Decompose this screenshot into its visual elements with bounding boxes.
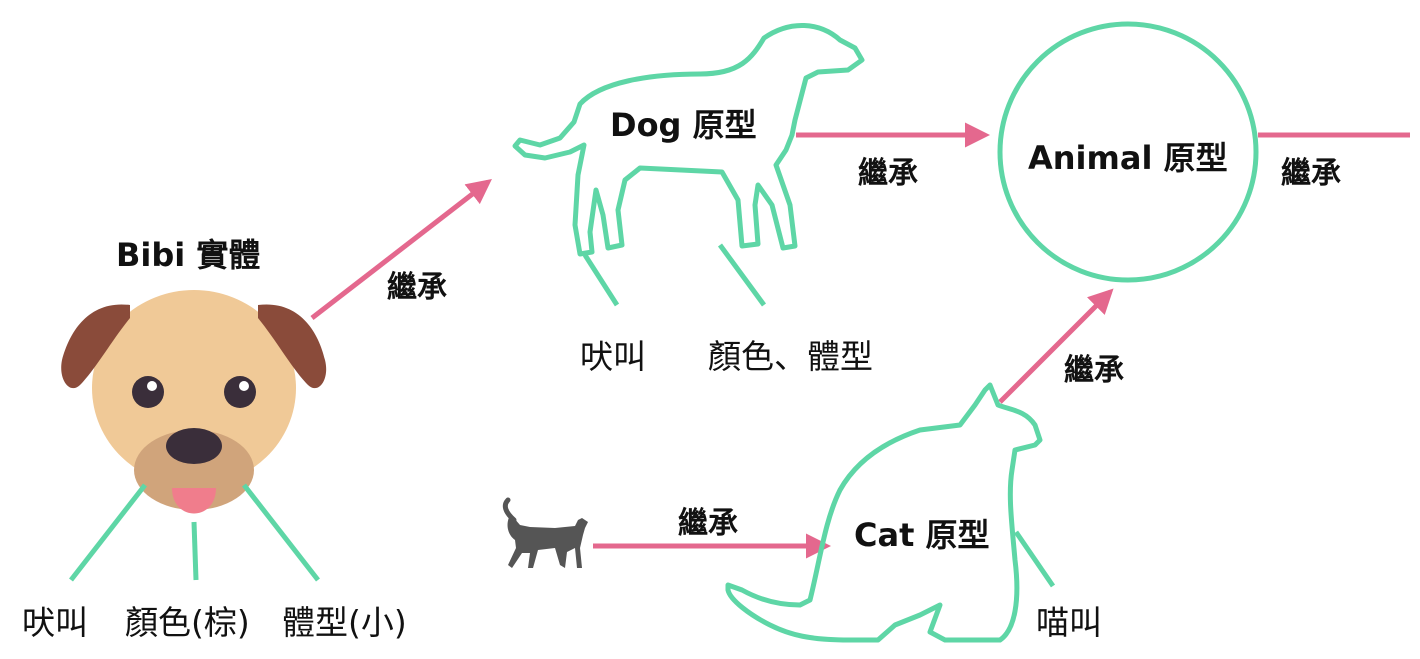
arrows bbox=[310, 122, 1410, 559]
bibi-prop-lines bbox=[69, 483, 320, 582]
dog-proto-title: Dog 原型 bbox=[610, 106, 757, 144]
cat-silhouette-tail bbox=[502, 497, 517, 523]
cat-outline-icon bbox=[725, 382, 1043, 643]
dog-prop-lines bbox=[582, 243, 767, 307]
label-cat-instance-to-cat: 繼承 bbox=[678, 506, 738, 541]
bibi-prop-bark: 吠叫 bbox=[22, 603, 88, 642]
bibi-prop-size: 體型(小) bbox=[282, 603, 407, 642]
label-animal-out: 繼承 bbox=[1281, 156, 1341, 191]
dog-prop-bark: 吠叫 bbox=[580, 337, 646, 376]
dog-prop-color-size: 顏色、體型 bbox=[708, 337, 873, 376]
bibi-prop-color: 顏色(棕) bbox=[125, 603, 250, 642]
cat-prop-meow: 喵叫 bbox=[1036, 603, 1102, 642]
dog-face-icon bbox=[61, 290, 327, 514]
cat-proto-title: Cat 原型 bbox=[854, 516, 990, 554]
animal-circle-outline bbox=[997, 21, 1259, 283]
bibi-title: Bibi 實體 bbox=[116, 236, 261, 274]
label-dog-to-animal: 繼承 bbox=[858, 156, 918, 191]
animal-proto-title: Animal 原型 bbox=[1028, 139, 1228, 177]
dog-outline-icon bbox=[512, 23, 865, 257]
label-cat-to-animal: 繼承 bbox=[1064, 353, 1124, 388]
cat-silhouette-icon bbox=[507, 515, 588, 568]
label-bibi-to-dog: 繼承 bbox=[387, 270, 447, 305]
arrow-bibi-to-dog bbox=[310, 178, 492, 320]
arrow-cat-to-animal bbox=[998, 288, 1114, 404]
cat-prop-line bbox=[1013, 530, 1056, 588]
